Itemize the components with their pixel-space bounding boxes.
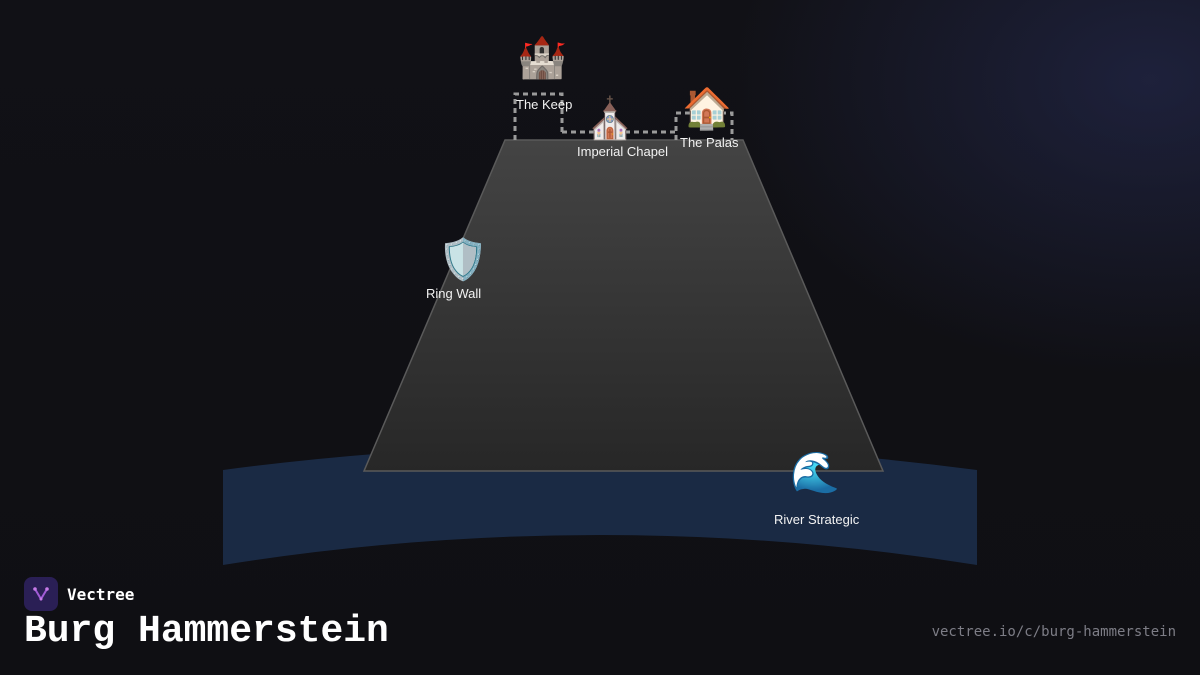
hill-trapezoid <box>362 139 885 472</box>
brand: Vectree <box>24 577 134 611</box>
river-band <box>223 445 977 565</box>
node-label-river: River Strategic <box>774 512 860 527</box>
node-label-palas: The Palas <box>680 135 739 150</box>
church-icon: ⛪ <box>585 96 635 142</box>
source-url[interactable]: vectree.io/c/burg-hammerstein <box>931 624 1176 640</box>
node-label-ringwall: Ring Wall <box>426 286 482 301</box>
castle-icon: 🏰 <box>517 35 567 81</box>
connector-keep-outline <box>513 92 564 140</box>
shield-icon: 🛡️ <box>438 237 488 283</box>
brand-name: Vectree <box>67 584 135 604</box>
wave-icon: 🌊 <box>790 450 840 496</box>
vectree-logo-icon <box>24 577 58 611</box>
node-label-chapel: Imperial Chapel <box>577 144 669 159</box>
node-label-keep: The Keep <box>516 97 573 112</box>
connector-chapel-palas <box>674 111 734 140</box>
connectors <box>513 92 734 140</box>
page-title: Burg Hammerstein <box>24 610 389 653</box>
house-icon: 🏠 <box>682 86 732 132</box>
